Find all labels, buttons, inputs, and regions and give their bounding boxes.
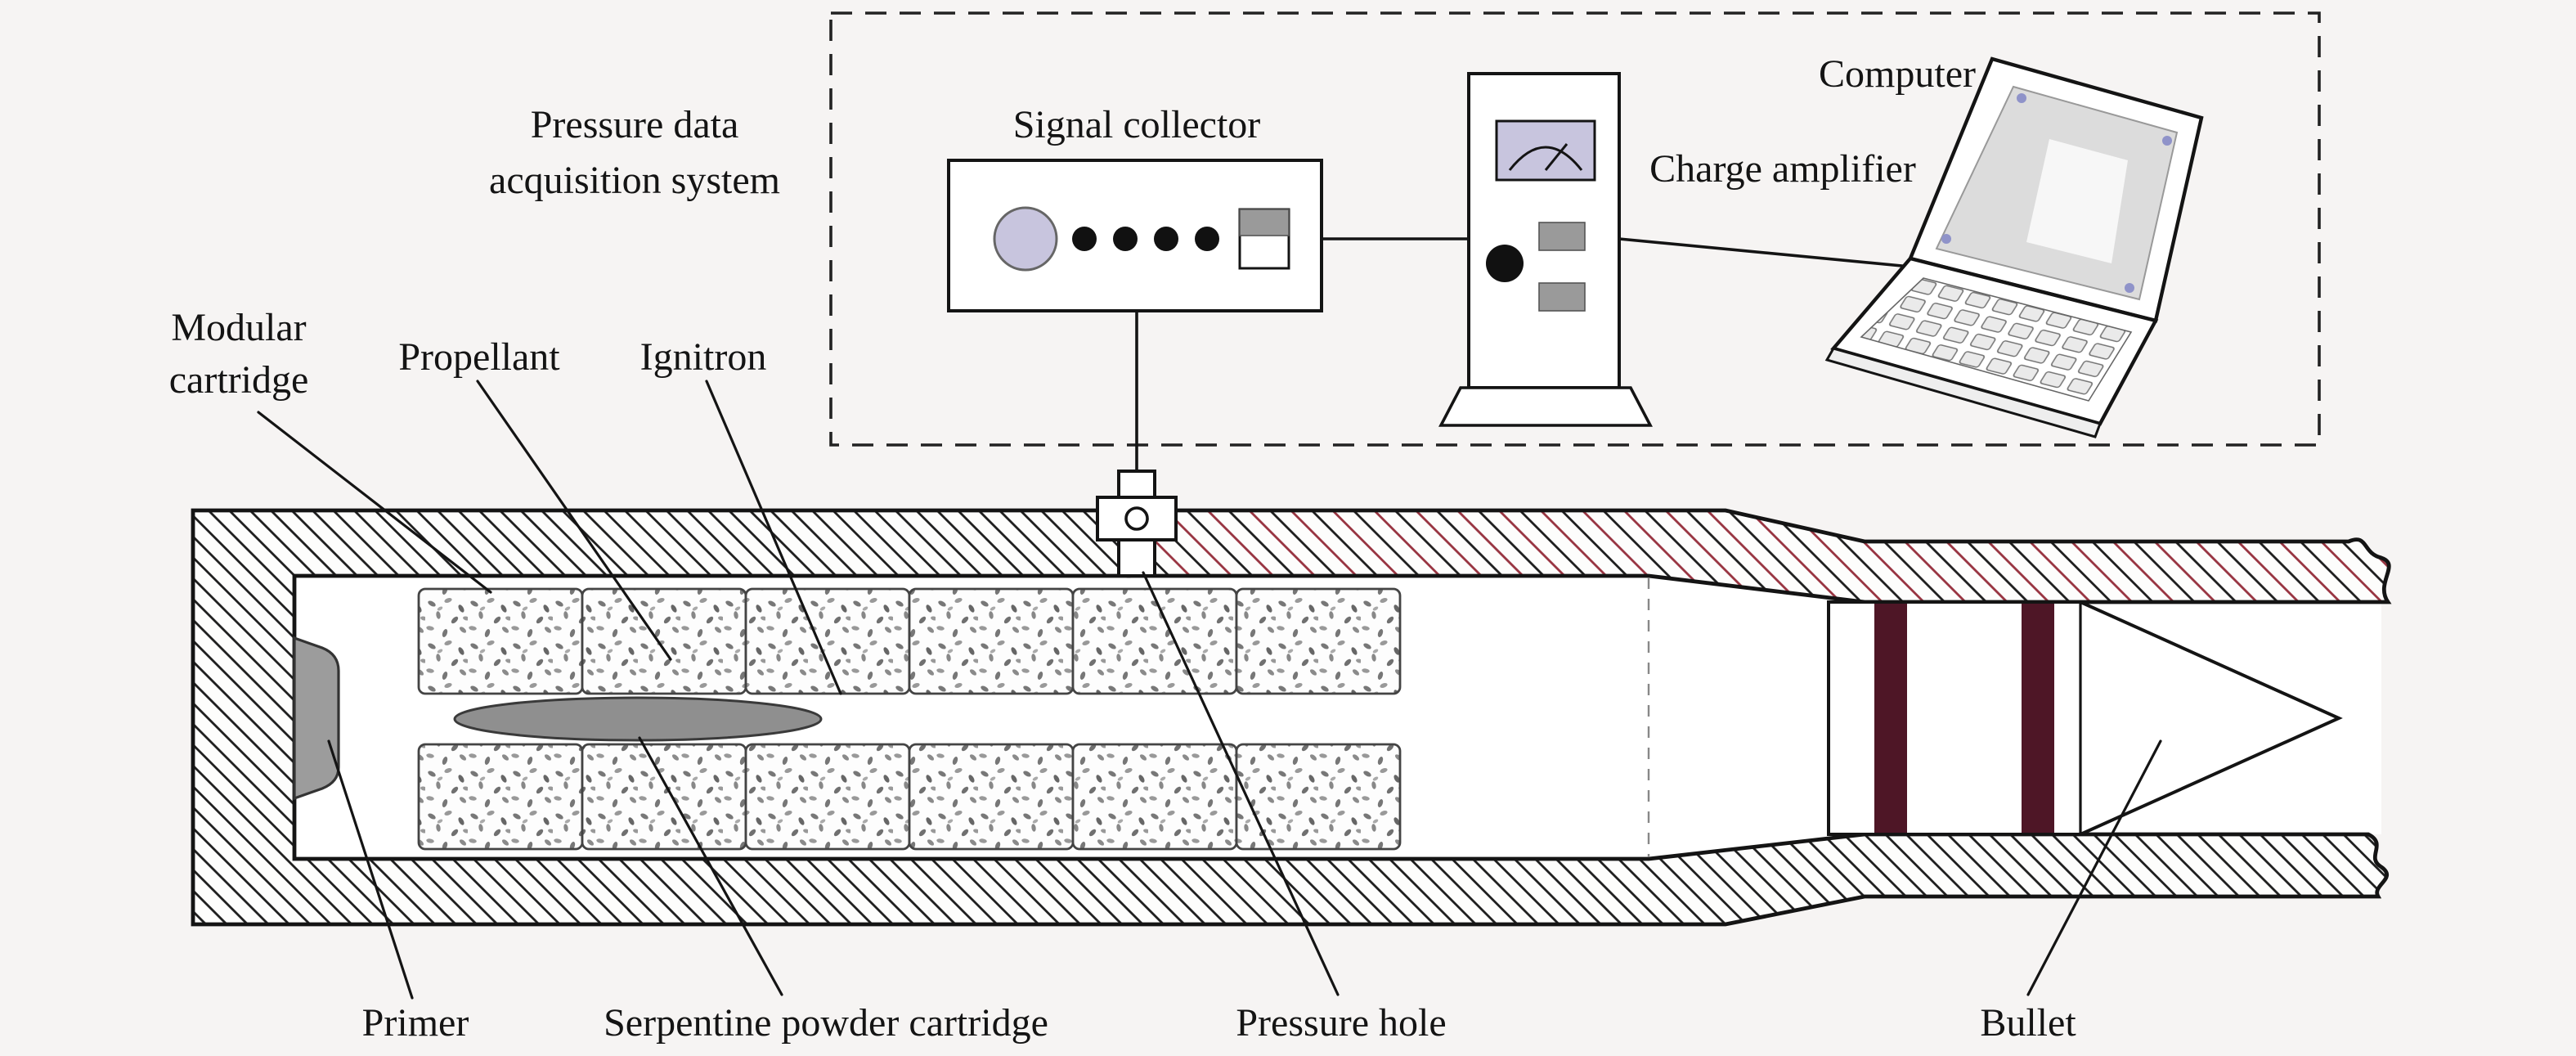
- leader-bullet: [2026, 739, 2162, 996]
- bullet-label: Bullet: [1980, 1001, 2076, 1045]
- pressure-sensor-fixture: [1096, 470, 1178, 577]
- computer-label: Computer: [1819, 52, 1976, 96]
- barrel-wall-hatched: [191, 508, 2390, 927]
- propellant-module: [744, 743, 911, 851]
- ignitron-label: Ignitron: [640, 335, 767, 379]
- propellant-module: [417, 743, 584, 851]
- leader-serpentine: [638, 736, 783, 996]
- propellant-module: [1071, 587, 1238, 695]
- system-label-line1: Pressure data: [531, 103, 739, 146]
- collector-dial-icon: [993, 206, 1058, 272]
- primer: [293, 636, 340, 801]
- leader-primer: [327, 739, 414, 1000]
- sensor-stem-top: [1117, 470, 1156, 499]
- modular-cartridge-top-row: [417, 587, 1402, 695]
- collector-port-icon: [1113, 227, 1138, 251]
- propellant-module: [908, 587, 1075, 695]
- modular-cartridge-label-line2: cartridge: [169, 358, 309, 402]
- wire-amplifier-to-computer: [1618, 237, 1911, 268]
- bullet-driving-band: [1874, 604, 1907, 833]
- charge-amplifier-label: Charge amplifier: [1649, 147, 1916, 191]
- meter-arc-icon: [1508, 146, 1583, 171]
- pressure-hole-label: Pressure hole: [1236, 1001, 1446, 1045]
- amplifier-button-icon: [1538, 282, 1586, 312]
- collector-port-icon: [1072, 227, 1097, 251]
- computer: Computer: [1819, 52, 2204, 438]
- signal-collector-label: Signal collector: [1013, 103, 1261, 146]
- system-boundary-dashed-box: [829, 11, 2321, 447]
- collector-port-icon: [1154, 227, 1178, 251]
- knob-icon: [1486, 245, 1524, 282]
- serpentine-powder-cartridge: [453, 696, 823, 742]
- bullet-body: [1827, 600, 2343, 836]
- sensor-stem-bottom: [1117, 538, 1156, 577]
- barrel-top-wall-hatched: [1126, 508, 2392, 604]
- pressure-hole-port-icon: [1124, 506, 1149, 531]
- propellant-module: [1235, 743, 1402, 851]
- propellant-module: [581, 743, 747, 851]
- bullet: [1827, 600, 2343, 836]
- screen-corner-dot-icon: [2162, 136, 2172, 146]
- system-label-line2: acquisition system: [489, 159, 780, 202]
- bullet-driving-band: [2022, 604, 2054, 833]
- callouts-group: Modular cartridge Propellant Ignitron Pr…: [169, 306, 2162, 1045]
- collector-switch-top: [1239, 209, 1290, 236]
- meter-needle-icon: [1544, 143, 1568, 171]
- charge-amplifier: Charge amplifier: [1438, 72, 1916, 427]
- propellant-label: Propellant: [398, 335, 560, 379]
- propellant-module: [581, 587, 747, 695]
- serpentine-label: Serpentine powder cartridge: [604, 1001, 1048, 1045]
- propellant-module: [417, 587, 584, 695]
- laptop-front-edge: [1824, 347, 2102, 438]
- propellant-module: [1071, 743, 1238, 851]
- laptop-screen-highlight: [2026, 139, 2128, 263]
- primer-label: Primer: [362, 1001, 469, 1045]
- leader-modular-cartridge: [257, 411, 492, 594]
- amplifier-base: [1438, 386, 1653, 427]
- leader-pressure-hole: [1142, 571, 1340, 996]
- modular-cartridge-label-line1: Modular: [171, 306, 306, 349]
- leader-ignitron: [705, 380, 842, 695]
- meter-icon: [1495, 119, 1596, 182]
- laptop-keys: [1860, 277, 2133, 402]
- propellant-module: [908, 743, 1075, 851]
- propellant-module: [1235, 587, 1402, 695]
- signal-collector: Signal collector: [947, 103, 1323, 312]
- collector-port-icon: [1195, 227, 1219, 251]
- daq-system-group: Pressure data acquisition system Signal …: [489, 11, 2321, 471]
- gun-assembly-group: [191, 470, 2392, 927]
- amplifier-button-icon: [1538, 222, 1586, 251]
- screen-corner-dot-icon: [2125, 283, 2134, 293]
- screen-corner-dot-icon: [1941, 234, 1951, 244]
- propellant-module: [744, 587, 911, 695]
- leader-propellant: [476, 380, 672, 661]
- modular-cartridge-bottom-row: [417, 743, 1402, 851]
- screen-corner-dot-icon: [2017, 93, 2026, 103]
